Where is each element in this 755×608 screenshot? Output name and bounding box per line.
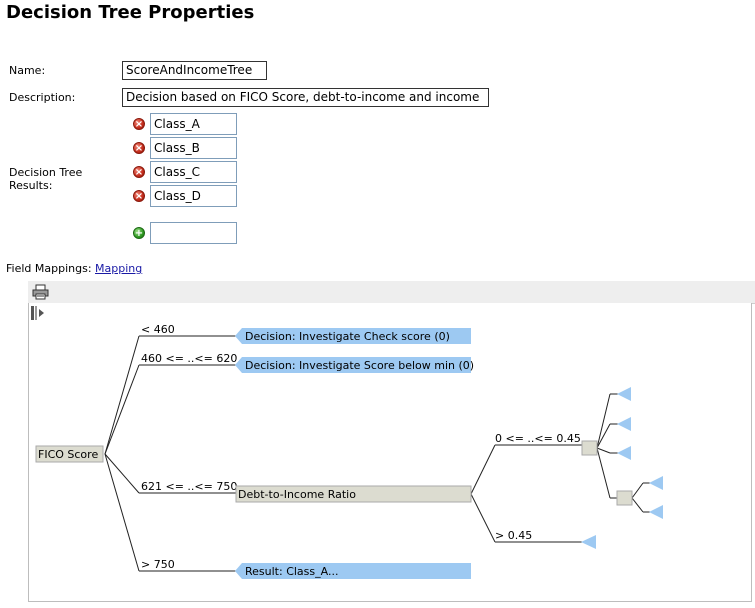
leaf-node[interactable]: [617, 417, 631, 431]
name-label: Name:: [9, 64, 46, 77]
tree-node[interactable]: [581, 440, 598, 456]
decision-node-label: Decision: Investigate Score below min (0…: [245, 359, 474, 372]
leaf-node[interactable]: [617, 387, 631, 401]
debt-to-income-node[interactable]: [235, 485, 472, 503]
tree-root-label: FICO Score: [38, 448, 98, 461]
description-label: Description:: [9, 91, 76, 104]
description-field[interactable]: Decision based on FICO Score, debt-to-in…: [122, 88, 489, 107]
results-label: Decision Tree Results:: [9, 166, 82, 192]
delete-result-icon[interactable]: ×: [133, 118, 145, 130]
decision-tree-diagram: < 460 460 <= ..<= 620 621 <= ..<= 750 > …: [35, 323, 663, 579]
tree-node[interactable]: [616, 490, 633, 506]
tree-root-node[interactable]: [35, 445, 104, 463]
mapping-link[interactable]: Mapping: [95, 262, 143, 275]
result-field-4[interactable]: Class_D: [150, 185, 237, 207]
decision-tree-canvas: < 460 460 <= ..<= 620 621 <= ..<= 750 > …: [28, 303, 752, 602]
branch-condition: 460 <= ..<= 620: [141, 352, 237, 365]
delete-result-icon[interactable]: ×: [133, 142, 145, 154]
leaf-node[interactable]: [649, 505, 663, 519]
decision-node[interactable]: [235, 357, 471, 373]
field-mappings-row: Field Mappings: Mapping: [6, 262, 142, 275]
result-field-1[interactable]: Class_A: [150, 113, 237, 135]
branch-condition: > 0.45: [495, 529, 532, 542]
printer-icon[interactable]: [32, 283, 50, 301]
field-mappings-label: Field Mappings:: [6, 262, 92, 275]
delete-result-icon[interactable]: ×: [133, 190, 145, 202]
result-node-label: Result: Class_A...: [245, 565, 338, 578]
leaf-node[interactable]: [581, 535, 596, 549]
result-node[interactable]: [235, 563, 471, 579]
branch-condition: > 750: [141, 558, 175, 571]
result-field-3[interactable]: Class_C: [150, 161, 237, 183]
decision-node[interactable]: [235, 328, 471, 344]
diagram-toolbar: [28, 281, 755, 304]
add-result-icon[interactable]: +: [133, 227, 145, 239]
delete-result-icon[interactable]: ×: [133, 166, 145, 178]
decision-node-label: Decision: Investigate Check score (0): [245, 330, 450, 343]
branch-condition: 621 <= ..<= 750: [141, 480, 237, 493]
branch-condition: < 460: [141, 323, 175, 336]
new-result-field[interactable]: [150, 222, 237, 244]
debt-to-income-label: Debt-to-Income Ratio: [238, 488, 356, 501]
leaf-node[interactable]: [649, 476, 663, 490]
page-title: Decision Tree Properties: [6, 2, 255, 23]
collapse-panel-icon[interactable]: [31, 306, 45, 322]
result-field-2[interactable]: Class_B: [150, 137, 237, 159]
name-field[interactable]: ScoreAndIncomeTree: [122, 61, 267, 80]
results-label-line2: Results:: [9, 179, 53, 192]
results-label-line1: Decision Tree: [9, 166, 83, 179]
leaf-node[interactable]: [617, 446, 631, 460]
branch-condition: 0 <= ..<= 0.45: [495, 432, 581, 445]
